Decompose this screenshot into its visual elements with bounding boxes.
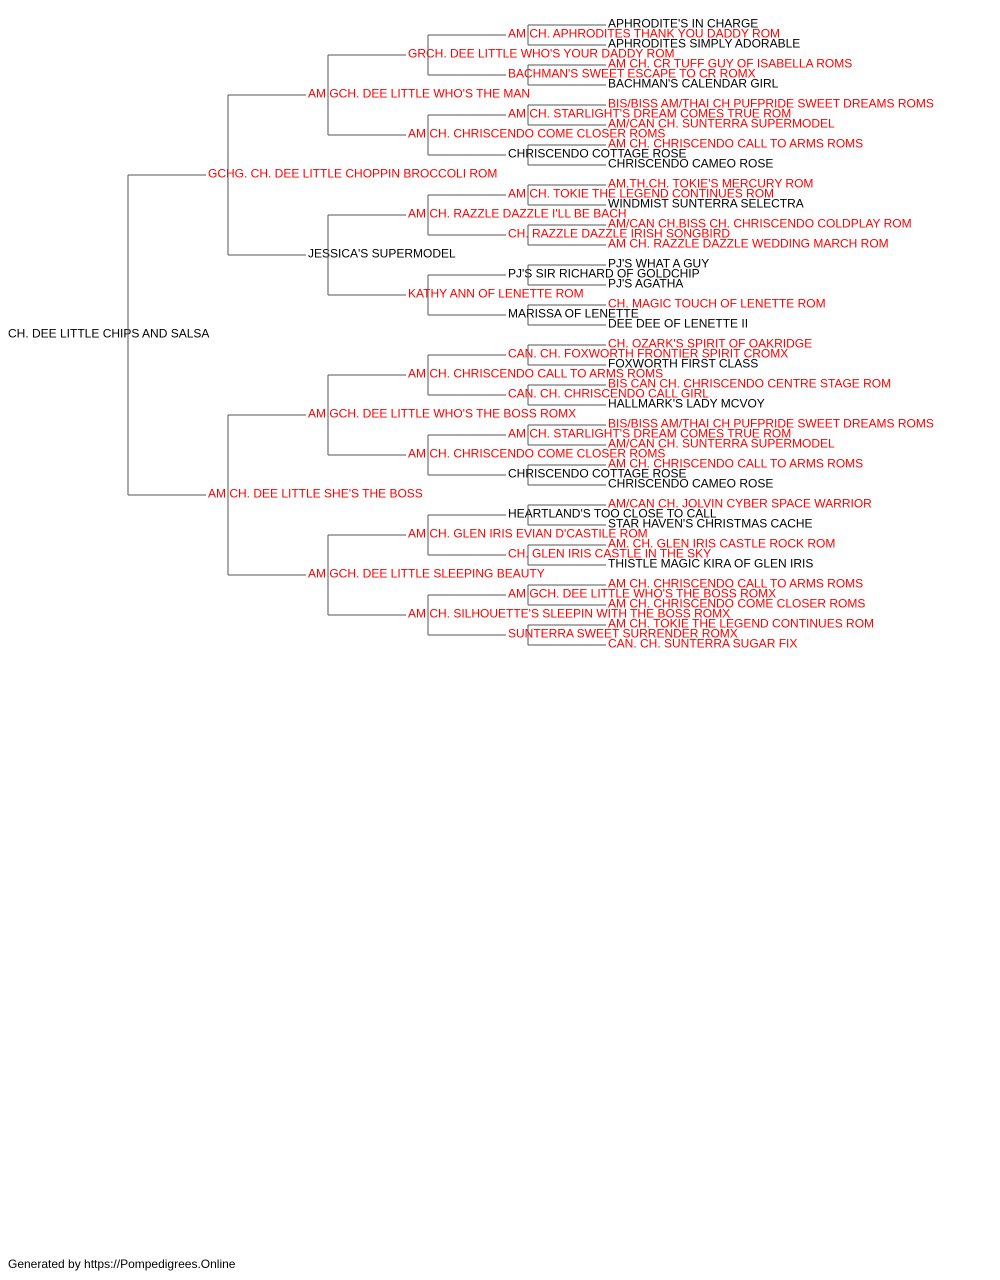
pedigree-name-gen4: HEARTLAND'S TOO CLOSE TO CALL xyxy=(508,507,717,521)
pedigree-name-gen4: AM GCH. DEE LITTLE WHO'S THE BOSS ROMX xyxy=(508,587,776,601)
pedigree-name-gen5: AM CH. CHRISCENDO CALL TO ARMS ROMS xyxy=(608,137,863,151)
pedigree-name-gen5: FOXWORTH FIRST CLASS xyxy=(608,357,758,371)
pedigree-name-gen5: BIS/BISS AM/THAI CH PUFPRIDE SWEET DREAM… xyxy=(608,417,934,431)
pedigree-name-gen4: CHRISCENDO COTTAGE ROSE xyxy=(508,467,686,481)
pedigree-name-gen5: AM/CAN CH. SUNTERRA SUPERMODEL xyxy=(608,437,835,451)
pedigree-name-gen0: CH. DEE LITTLE CHIPS AND SALSA xyxy=(8,327,209,341)
pedigree-name-gen5: THISTLE MAGIC KIRA OF GLEN IRIS xyxy=(608,557,813,571)
pedigree-name-gen4: BACHMAN'S SWEET ESCAPE TO CR ROMX xyxy=(508,67,756,81)
pedigree-name-gen5: AM/CAN CH. JOLVIN CYBER SPACE WARRIOR xyxy=(608,497,872,511)
pedigree-name-gen5: AM/CAN CH.BISS CH. CHRISCENDO COLDPLAY R… xyxy=(608,217,912,231)
pedigree-name-gen4: CAN. CH. FOXWORTH FRONTIER SPIRIT CROMX xyxy=(508,347,788,361)
pedigree-name-gen3: KATHY ANN OF LENETTE ROM xyxy=(408,287,584,301)
pedigree-name-gen5: AM CH. CR TUFF GUY OF ISABELLA ROMS xyxy=(608,57,852,71)
pedigree-name-gen4: CHRISCENDO COTTAGE ROSE xyxy=(508,147,686,161)
pedigree-name-gen5: BACHMAN'S CALENDAR GIRL xyxy=(608,77,779,91)
pedigree-name-gen3: AM CH. CHRISCENDO COME CLOSER ROMS xyxy=(408,127,665,141)
pedigree-name-gen4: PJ'S SIR RICHARD OF GOLDCHIP xyxy=(508,267,700,281)
pedigree-name-gen1: GCHG. CH. DEE LITTLE CHOPPIN BROCCOLI RO… xyxy=(208,167,497,181)
pedigree-name-gen2: JESSICA'S SUPERMODEL xyxy=(308,247,456,261)
pedigree-name-gen4: SUNTERRA SWEET SURRENDER ROMX xyxy=(508,627,738,641)
pedigree-name-gen3: AM CH. CHRISCENDO CALL TO ARMS ROMS xyxy=(408,367,663,381)
footer-credit: Generated by https://Pompedigrees.Online xyxy=(8,1257,236,1271)
pedigree-name-gen5: AM CH. CHRISCENDO CALL TO ARMS ROMS xyxy=(608,457,863,471)
pedigree-name-gen5: APHRODITES SIMPLY ADORABLE xyxy=(608,37,800,51)
pedigree-name-gen5: DEE DEE OF LENETTE II xyxy=(608,317,748,331)
pedigree-name-gen4: AM CH. STARLIGHT'S DREAM COMES TRUE ROM xyxy=(508,107,791,121)
pedigree-name-gen5: STAR HAVEN'S CHRISTMAS CACHE xyxy=(608,517,813,531)
pedigree-name-gen5: AM CH. TOKIE THE LEGEND CONTINUES ROM xyxy=(608,617,874,631)
pedigree-name-gen5: AM CH. CHRISCENDO CALL TO ARMS ROMS xyxy=(608,577,863,591)
pedigree-name-gen4: CAN. CH. CHRISCENDO CALL GIRL xyxy=(508,387,709,401)
pedigree-name-gen5: PJ'S AGATHA xyxy=(608,277,683,291)
pedigree-name-gen4: AM CH. STARLIGHT'S DREAM COMES TRUE ROM xyxy=(508,427,791,441)
pedigree-name-gen2: AM GCH. DEE LITTLE SLEEPING BEAUTY xyxy=(308,567,545,581)
pedigree-name-gen5: BIS CAN CH. CHRISCENDO CENTRE STAGE ROM xyxy=(608,377,891,391)
pedigree-name-gen5: AM/CAN CH. SUNTERRA SUPERMODEL xyxy=(608,117,835,131)
pedigree-name-gen3: AM CH. CHRISCENDO COME CLOSER ROMS xyxy=(408,447,665,461)
pedigree-name-gen5: AM.TH.CH. TOKIE'S MERCURY ROM xyxy=(608,177,813,191)
pedigree-name-gen5: CH. OZARK'S SPIRIT OF OAKRIDGE xyxy=(608,337,812,351)
pedigree-name-gen3: GRCH. DEE LITTLE WHO'S YOUR DADDY ROM xyxy=(408,47,675,61)
pedigree-name-gen4: AM CH. TOKIE THE LEGEND CONTINUES ROM xyxy=(508,187,774,201)
pedigree-name-gen5: AM CH. CHRISCENDO COME CLOSER ROMS xyxy=(608,597,865,611)
pedigree-name-gen3: AM CH. SILHOUETTE'S SLEEPIN WITH THE BOS… xyxy=(408,607,730,621)
pedigree-name-gen3: AM CH. RAZZLE DAZZLE I'LL BE BACH xyxy=(408,207,627,221)
pedigree-name-gen5: APHRODITE'S IN CHARGE xyxy=(608,17,758,31)
pedigree-name-gen5: PJ'S WHAT A GUY xyxy=(608,257,709,271)
pedigree-name-gen4: AM CH. APHRODITES THANK YOU DADDY ROM xyxy=(508,27,780,41)
pedigree-name-gen2: AM GCH. DEE LITTLE WHO'S THE MAN xyxy=(308,87,530,101)
pedigree-name-gen5: HALLMARK'S LADY MCVOY xyxy=(608,397,765,411)
pedigree-name-gen5: CHRISCENDO CAMEO ROSE xyxy=(608,157,773,171)
pedigree-name-gen5: AM. CH. GLEN IRIS CASTLE ROCK ROM xyxy=(608,537,835,551)
pedigree-name-gen5: CAN. CH. SUNTERRA SUGAR FIX xyxy=(608,637,797,651)
pedigree-name-gen5: BIS/BISS AM/THAI CH PUFPRIDE SWEET DREAM… xyxy=(608,97,934,111)
pedigree-name-gen5: CHRISCENDO CAMEO ROSE xyxy=(608,477,773,491)
pedigree-name-gen5: AM CH. RAZZLE DAZZLE WEDDING MARCH ROM xyxy=(608,237,889,251)
pedigree-name-gen5: WINDMIST SUNTERRA SELECTRA xyxy=(608,197,804,211)
pedigree-name-gen5: CH. MAGIC TOUCH OF LENETTE ROM xyxy=(608,297,826,311)
pedigree-name-gen4: CH. GLEN IRIS CASTLE IN THE SKY xyxy=(508,547,711,561)
pedigree-name-gen2: AM GCH. DEE LITTLE WHO'S THE BOSS ROMX xyxy=(308,407,576,421)
pedigree-name-gen3: AM CH. GLEN IRIS EVIAN D'CASTILE ROM xyxy=(408,527,648,541)
pedigree-name-gen4: CH. RAZZLE DAZZLE IRISH SONGBIRD xyxy=(508,227,730,241)
pedigree-name-gen4: MARISSA OF LENETTE xyxy=(508,307,639,321)
pedigree-name-gen1: AM CH. DEE LITTLE SHE'S THE BOSS xyxy=(208,487,423,501)
